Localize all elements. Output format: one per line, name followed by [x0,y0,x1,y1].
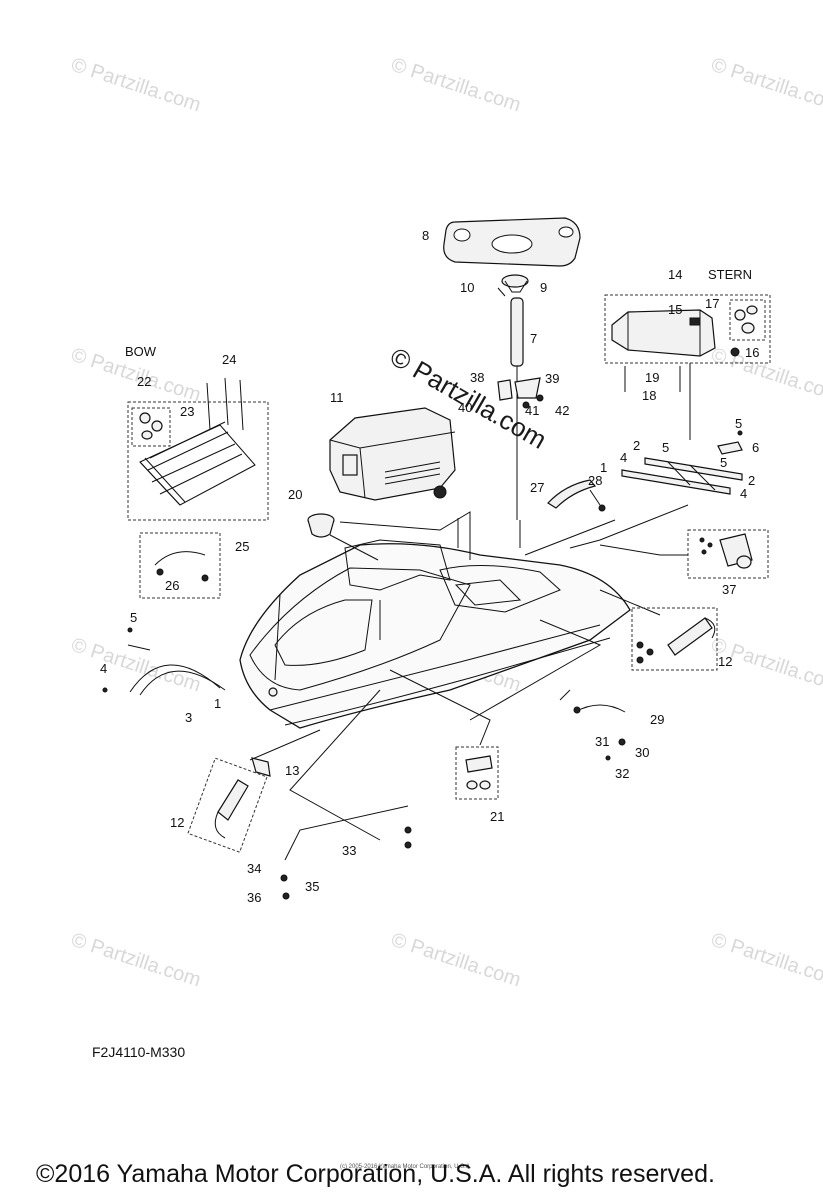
boat-hull [239,539,631,729]
part-1-2-rails [621,430,743,495]
watermark: © Partzilla.com [388,54,523,117]
callout: 28 [588,473,602,488]
part-12-cleat-left [187,757,271,853]
callout: 12 [170,815,184,830]
bow-ladder-box [127,377,269,521]
small-copyright: (c) 2005-2016 Yamaha Motor Corporation, … [340,1164,472,1170]
watermark: © Partzilla.com [388,929,523,992]
callout: 41 [525,403,539,418]
callout: 15 [668,302,682,317]
watermarks: © Partzilla.com © Partzilla.com © Partzi… [68,54,823,992]
copyright-notice: ©2016 Yamaha Motor Corporation, U.S.A. A… [36,1160,715,1188]
callout: 19 [645,370,659,385]
callout: 39 [545,371,559,386]
drawing-code: F2J4110-M330 [92,1044,186,1060]
callout: 5 [130,610,137,625]
callout: 12 [718,654,732,669]
part-33-rail [280,805,412,900]
part-29-grab-handle [573,704,626,761]
callout: 2 [633,438,640,453]
callout: 31 [595,734,609,749]
part-27-28-handle [547,479,606,512]
callout: 1 [214,696,221,711]
callout: 17 [705,296,719,311]
watermark: © Partzilla.com [68,929,203,992]
part-25-box [139,532,221,599]
callout: 7 [530,331,537,346]
callout: 20 [288,487,302,502]
part-3-rail [102,627,226,696]
part-12-cleat-right [631,607,718,671]
callout: 5 [720,455,727,470]
callout: 21 [490,809,504,824]
stern-label: STERN [708,267,752,282]
callout: 33 [342,843,356,858]
callout: 10 [460,280,474,295]
stern-assembly-box [604,294,771,440]
callout: 4 [740,486,747,501]
part-37-box [687,529,769,579]
callout: 18 [642,388,656,403]
part-8-cushion [443,217,581,267]
callout: 5 [735,416,742,431]
watermark: © Partzilla.com [708,54,823,117]
callout: 40 [458,400,472,415]
callout: 35 [305,879,319,894]
watermark: © Partzilla.com [708,929,823,992]
callout: 5 [662,440,669,455]
callout: 2 [748,473,755,488]
callout: 29 [650,712,664,727]
callout: 9 [540,280,547,295]
callout: 25 [235,539,249,554]
part-11-cooler [329,407,456,501]
callout: 22 [137,374,151,389]
callout: 32 [615,766,629,781]
callout: 34 [247,861,261,876]
callout: 3 [185,710,192,725]
callout: 16 [745,345,759,360]
callouts: 8 10 9 7 14 STERN 15 17 16 19 18 11 38 3… [100,228,759,905]
callout: 38 [470,370,484,385]
callout: 23 [180,404,194,419]
callout: 37 [722,582,736,597]
watermark: © Partzilla.com [68,634,203,697]
part-9-fitting [497,274,529,297]
callout: 14 [668,267,682,282]
callout: 42 [555,403,569,418]
bow-label: BOW [125,344,157,359]
callout: 4 [100,661,107,676]
watermark: © Partzilla.com [68,54,203,117]
callout: 26 [165,578,179,593]
callout: 27 [530,480,544,495]
callout: 36 [247,890,261,905]
part-38-42-hardware [497,377,544,409]
callout: 13 [285,763,299,778]
callout: 24 [222,352,236,367]
callout: 8 [422,228,429,243]
callout: 1 [600,460,607,475]
callout: 4 [620,450,627,465]
watermark: © Partzilla.com [708,344,823,407]
callout: 11 [330,390,344,405]
part-20-cup-holder [307,513,335,538]
part-21-box [455,746,499,800]
callout: 6 [752,440,759,455]
leader-lines [249,504,689,841]
callout: 30 [635,745,649,760]
